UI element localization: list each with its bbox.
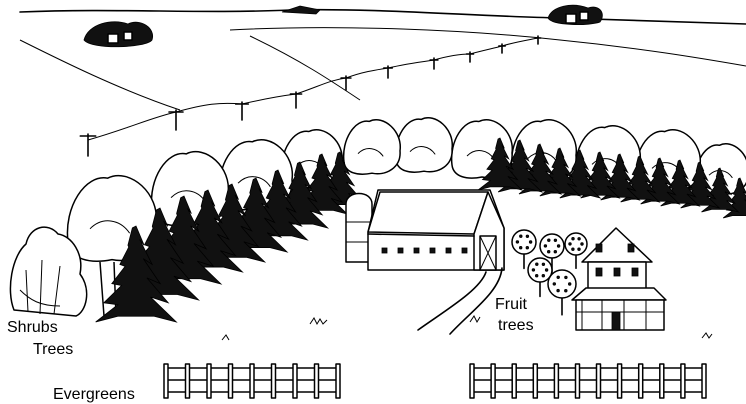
fence-post	[470, 364, 474, 398]
fence-post	[336, 364, 340, 398]
fence-post	[660, 364, 664, 398]
fence-post	[186, 364, 190, 398]
fence-post	[293, 364, 297, 398]
fence-post	[272, 364, 276, 398]
fruit-tree	[528, 258, 552, 296]
fence-post	[618, 364, 622, 398]
shrubs-label: Shrubs	[6, 319, 59, 337]
fence-post	[229, 364, 233, 398]
fruit-label-line2: trees	[497, 317, 535, 335]
fence-post	[702, 364, 706, 398]
fence-post	[315, 364, 319, 398]
fence-post	[164, 364, 168, 398]
fence-post	[639, 364, 643, 398]
distant-hills	[20, 6, 746, 110]
utility-pole	[430, 58, 438, 69]
fruit-label-line1: Fruit	[494, 296, 528, 314]
fence-post	[681, 364, 685, 398]
trees-label: Trees	[32, 341, 74, 359]
fence-post	[207, 364, 211, 398]
utility-pole	[290, 92, 301, 108]
evergreens-label: Evergreens	[52, 386, 136, 404]
barn	[368, 190, 504, 270]
utility-pole	[535, 36, 541, 44]
fence-post	[597, 364, 601, 398]
fruit-tree	[565, 233, 587, 268]
utility-pole	[467, 52, 474, 62]
fence-post	[533, 364, 537, 398]
deciduous-tree	[396, 118, 453, 172]
utility-pole	[384, 66, 392, 78]
fence-post	[554, 364, 558, 398]
utility-pole	[236, 102, 249, 120]
deciduous-tree	[344, 120, 401, 174]
utility-pole	[499, 44, 505, 53]
fence-left	[164, 364, 340, 398]
fence-post	[512, 364, 516, 398]
fence-post	[250, 364, 254, 398]
fence-post	[491, 364, 495, 398]
fruit-tree	[548, 270, 576, 315]
farmstead-right	[548, 5, 602, 24]
fence-right	[470, 364, 706, 398]
driveway	[418, 268, 502, 334]
utility-pole	[80, 134, 95, 156]
fence-post	[576, 364, 580, 398]
farmstead-left	[84, 22, 153, 47]
